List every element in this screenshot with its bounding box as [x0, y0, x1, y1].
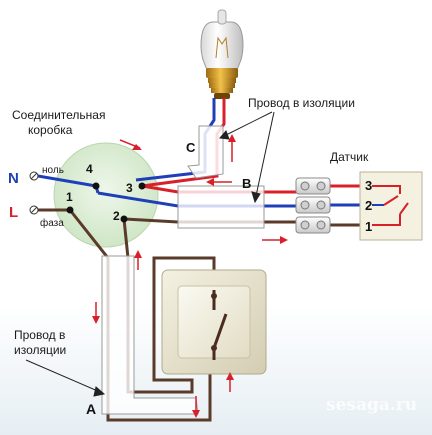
node-3-label: 3	[126, 181, 133, 195]
lamp-wires	[135, 98, 226, 188]
node-2-label: 2	[113, 209, 120, 223]
sensor-contact-icon	[359, 171, 423, 241]
terminal-3-label: 3	[365, 178, 372, 193]
callout-lines	[25, 111, 275, 397]
insulated-wire-top-label: Провод в изоляции	[248, 96, 355, 110]
terminal-block-icon	[295, 177, 331, 234]
phase-letter: L	[9, 204, 18, 221]
phase-word: фаза	[40, 217, 64, 229]
node-4-label: 4	[86, 162, 93, 176]
neutral-letter: N	[8, 170, 19, 187]
junction-nodes	[66, 182, 146, 223]
current-arrows	[92, 134, 288, 418]
terminal-1-label: 1	[365, 219, 372, 234]
point-a-label: A	[86, 401, 96, 417]
insulated-wire-left-label-line1: Провод в	[14, 328, 65, 342]
junction-box-label-line2: коробка	[28, 123, 73, 137]
neutral-word: ноль	[42, 165, 64, 176]
sensor-label: Датчик	[330, 150, 369, 164]
junction-box-label-line1: Соединительная	[12, 108, 105, 122]
insulated-wire-left-label-line2: изоляции	[14, 343, 66, 357]
watermark: sesaga.ru	[326, 395, 417, 415]
wall-switch-icon	[161, 269, 267, 375]
supply-terminals	[29, 171, 39, 215]
terminal-2-label: 2	[365, 198, 372, 213]
light-bulb-icon	[200, 9, 244, 99]
switch-wires	[68, 209, 216, 422]
point-c-label: C	[186, 140, 196, 155]
node-1-label: 1	[66, 190, 73, 204]
point-b-label: B	[242, 176, 251, 191]
